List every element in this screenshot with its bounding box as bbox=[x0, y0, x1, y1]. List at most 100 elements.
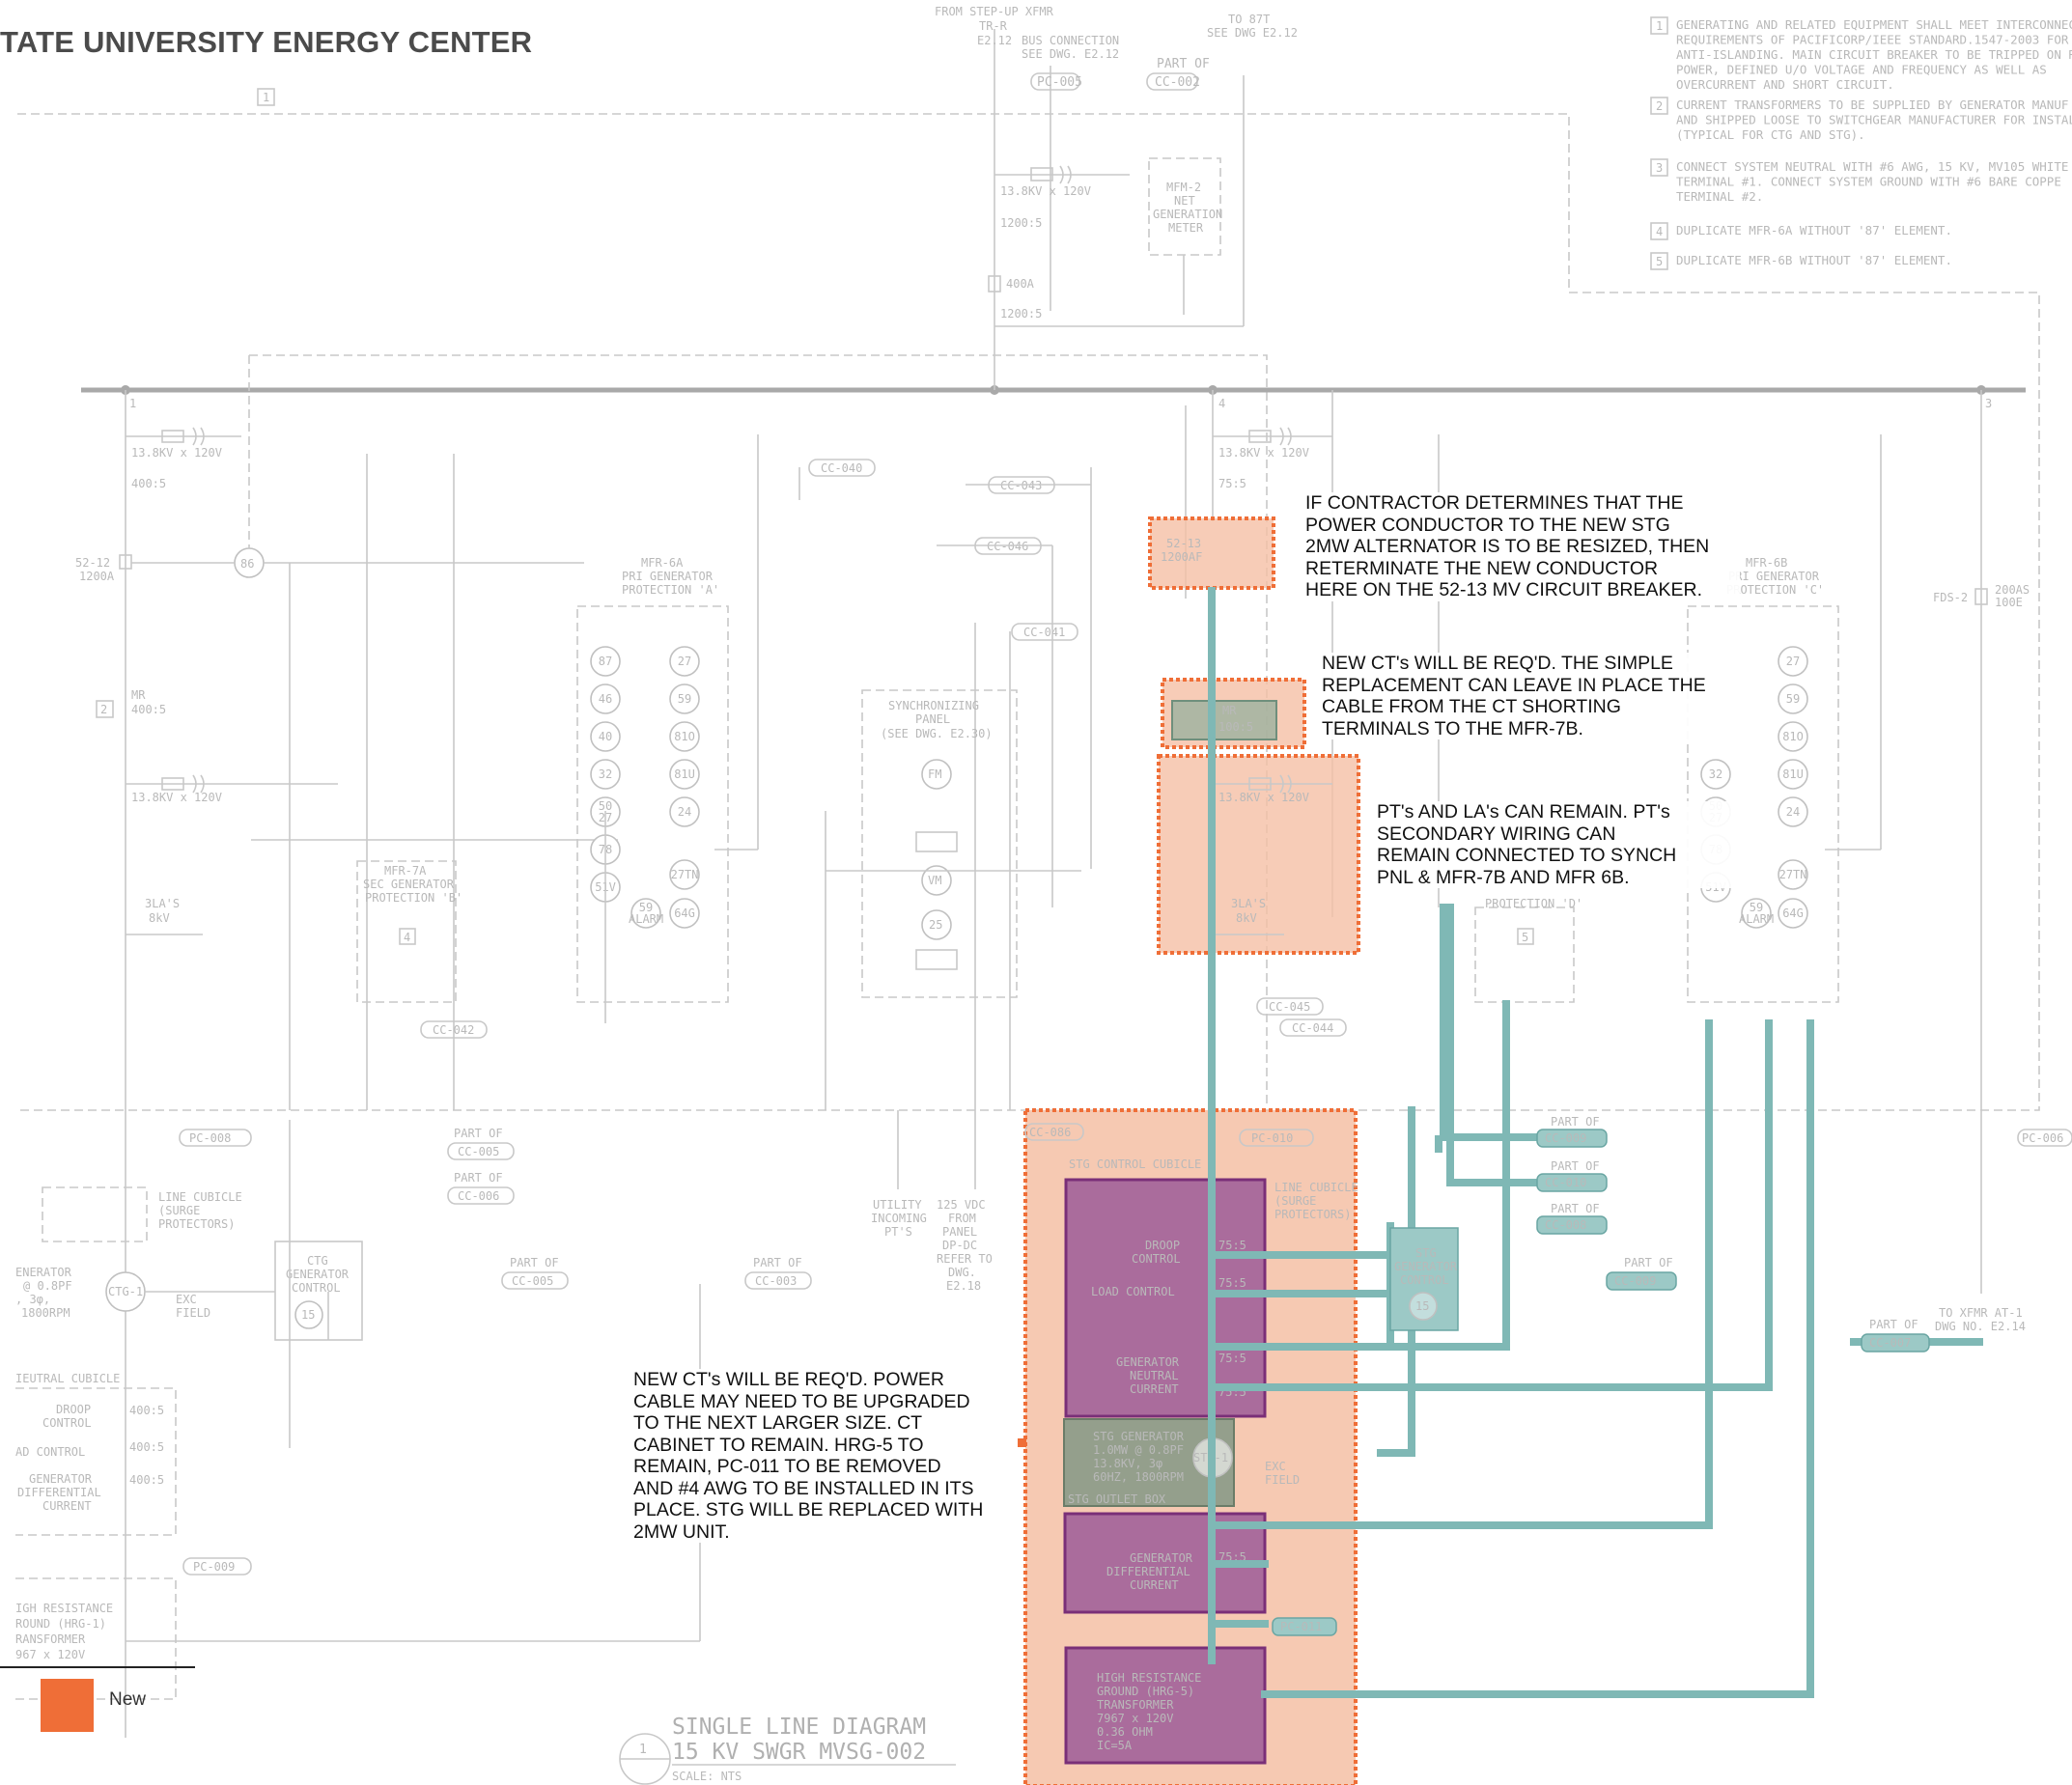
f1-pt-label: 13.8KV x 120V bbox=[131, 446, 222, 460]
sync-see-dwg: (SEE DWG. E2.30) bbox=[881, 727, 993, 740]
new-cable-runs bbox=[1208, 587, 1983, 1698]
stg-outlet-label: STG OUTLET BOX bbox=[1068, 1492, 1166, 1506]
relay-element bbox=[1778, 683, 1808, 714]
mfr6a-prot: PROTECTION 'A' bbox=[622, 583, 719, 597]
ctg-gen: ENERATOR bbox=[15, 1266, 72, 1279]
neutral-cubicle: IEUTRAL CUBICLE bbox=[15, 1372, 120, 1385]
vdc-ref: E2.18 bbox=[946, 1279, 981, 1293]
note-number-box bbox=[1650, 16, 1668, 35]
utility-pts: PT'S bbox=[884, 1225, 912, 1239]
cc005: CC-005 bbox=[458, 1145, 499, 1158]
cc041: CC-041 bbox=[1023, 626, 1065, 639]
pc006: PC-006 bbox=[2022, 1131, 2063, 1145]
stg-gen-neutral-3: CURRENT bbox=[1130, 1382, 1179, 1396]
relay-element bbox=[630, 898, 661, 929]
mfr6b-sub: PRI GENERATOR bbox=[1728, 570, 1820, 583]
stg-gen-title: STG GENERATOR bbox=[1093, 1430, 1185, 1443]
stg-control-2: GENERATOR bbox=[1394, 1260, 1458, 1273]
breaker-52-13-rating: 1200AF bbox=[1161, 550, 1202, 564]
sync-fm: FM bbox=[928, 767, 941, 781]
partof-cc009b: PART OF bbox=[1624, 1256, 1673, 1269]
general-note-line: ANTI-ISLANDING. MAIN CIRCUIT BREAKER TO … bbox=[1676, 47, 2072, 62]
stg-control-3: CONTROL bbox=[1400, 1273, 1449, 1287]
general-note-line: GENERATING AND RELATED EQUIPMENT SHALL M… bbox=[1676, 17, 2072, 32]
svg-text:4: 4 bbox=[1218, 397, 1225, 410]
ctg-control-3: CONTROL bbox=[292, 1281, 341, 1295]
fds-rating: 200AS bbox=[1995, 583, 2030, 597]
relay-element-label: 59 bbox=[639, 901, 653, 914]
note-number-box bbox=[1650, 252, 1668, 270]
fds-2: FDS-2 200AS 100E PC-006 TO XFMR AT-1 DWG… bbox=[1933, 390, 2072, 1333]
utility-incoming: INCOMING bbox=[871, 1212, 927, 1225]
callout-pts-las: PT's AND LA's CAN REMAIN. PT's SECONDARY… bbox=[1377, 801, 1744, 888]
stg-exc: EXC bbox=[1265, 1460, 1286, 1473]
cc045: CC-045 bbox=[1269, 1000, 1310, 1014]
stg-droop: DROOP bbox=[1145, 1239, 1180, 1252]
line-cubicle-3: PROTECTORS) bbox=[158, 1217, 235, 1231]
ctg-droop-control: CONTROL bbox=[42, 1416, 92, 1430]
ct-mr-ratio: 100:5 bbox=[1218, 720, 1253, 734]
relay-element bbox=[590, 683, 621, 714]
sync-title: SYNCHRONIZING bbox=[888, 699, 979, 712]
hrg5-2: GROUND (HRG-5) bbox=[1097, 1685, 1194, 1698]
mfr7a-title: MFR-7A bbox=[384, 864, 427, 878]
cc009-lower: CC-009 bbox=[1614, 1274, 1656, 1288]
hrg1-2: ROUND (HRG-1) bbox=[15, 1617, 106, 1631]
cc043: CC-043 bbox=[1000, 479, 1042, 492]
note-number: 2 bbox=[1656, 99, 1663, 113]
general-note-line: OVERCURRENT AND SHORT CIRCUIT. bbox=[1676, 77, 1894, 92]
ct755-2: 75:5 bbox=[1218, 1276, 1246, 1290]
relay-element bbox=[669, 859, 700, 890]
stg-gen-neutral-1: GENERATOR bbox=[1116, 1355, 1180, 1369]
partof-cc006: PART OF bbox=[454, 1171, 503, 1185]
relay-element-label: 40 bbox=[599, 730, 612, 743]
stg-gen-voltage: 13.8KV, 3φ bbox=[1093, 1457, 1162, 1470]
meter-word: METER bbox=[1168, 221, 1204, 235]
relay-element-label: 27 bbox=[678, 655, 691, 668]
relay-element-label: 27TN bbox=[671, 868, 699, 881]
relay-element bbox=[669, 721, 700, 752]
cc046: CC-046 bbox=[987, 540, 1028, 553]
relay-element-label: 64G bbox=[1782, 906, 1804, 920]
breaker-52-13-id: 52-13 bbox=[1166, 537, 1201, 550]
f4-pt-label: 13.8KV x 120V bbox=[1218, 446, 1309, 460]
cc007-tag bbox=[1861, 1333, 1930, 1353]
cc042: CC-042 bbox=[433, 1023, 474, 1037]
relay-element bbox=[1778, 859, 1808, 890]
stg-gen-neutral-2: NEUTRAL bbox=[1130, 1369, 1179, 1382]
ctg-control-2: GENERATOR bbox=[286, 1268, 350, 1281]
sync-panel-word: PANEL bbox=[915, 712, 950, 726]
ct400-2: 400:5 bbox=[129, 1440, 164, 1454]
mfr6b-title: MFR-6B bbox=[1746, 556, 1787, 570]
ct755-1: 75:5 bbox=[1218, 1239, 1246, 1252]
stg-gen-diff-3: CURRENT bbox=[1130, 1578, 1179, 1592]
general-note-line: DUPLICATE MFR-6A WITHOUT '87' ELEMENT. bbox=[1676, 223, 1952, 237]
partof-cc009: PART OF bbox=[1551, 1115, 1600, 1129]
note-number-box bbox=[1650, 222, 1668, 240]
relay-element-label: 59 bbox=[1786, 692, 1800, 706]
relay-element-label: 81U bbox=[674, 767, 695, 781]
drawing-scale: SCALE: NTS bbox=[672, 1770, 742, 1783]
relay-element-label: 81O bbox=[674, 730, 695, 743]
f1-la: 3LA'S bbox=[145, 897, 180, 910]
cc007: CC-007 bbox=[1869, 1336, 1911, 1350]
relay-element-label: 24 bbox=[1786, 805, 1800, 819]
cc040: CC-040 bbox=[821, 461, 862, 475]
relay-element-label: 32 bbox=[599, 767, 612, 781]
legend-divider bbox=[0, 1666, 195, 1668]
svg-text:3: 3 bbox=[1985, 397, 1992, 410]
fds-fuse: 100E bbox=[1995, 596, 2023, 609]
highlight-52-13-breaker bbox=[1148, 516, 1275, 590]
relay-element-label: ALARM bbox=[1739, 912, 1774, 926]
fds-label: FDS-2 bbox=[1933, 591, 1968, 604]
ct-mr-label: MR bbox=[1222, 704, 1237, 717]
ct-mr-box bbox=[1171, 700, 1277, 740]
f1-breaker-id: 52-12 bbox=[75, 556, 110, 570]
part-of-label: PART OF bbox=[1157, 57, 1210, 71]
line-cubicle-2: (SURGE bbox=[158, 1204, 200, 1217]
ct-top-label: 1200:5 bbox=[1000, 216, 1042, 230]
f1-pt2-label: 13.8KV x 120V bbox=[131, 791, 222, 804]
relay-element bbox=[1778, 759, 1808, 790]
relay-element bbox=[1778, 721, 1808, 752]
